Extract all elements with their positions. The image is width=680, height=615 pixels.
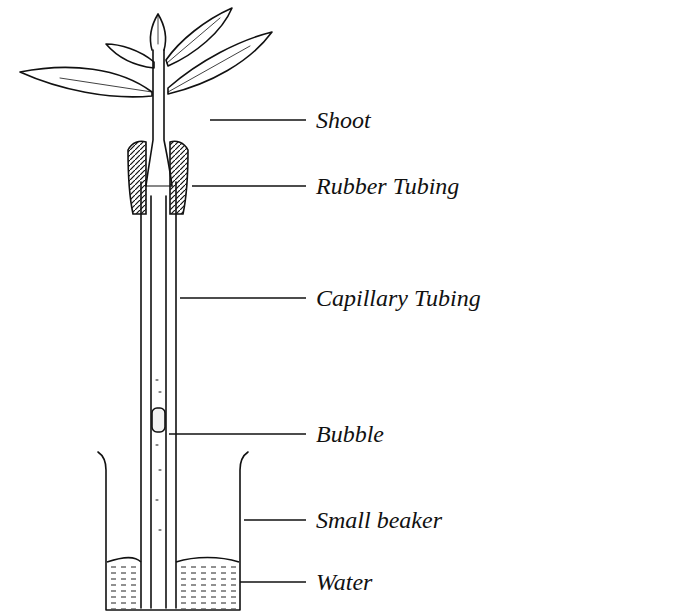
- capillary-bore: [165, 196, 167, 608]
- leaf: [168, 32, 272, 94]
- beaker: [98, 452, 248, 610]
- part-label: Capillary Tubing: [316, 286, 481, 310]
- leaf: [106, 44, 154, 68]
- water-column: [156, 380, 161, 530]
- leaf: [166, 8, 232, 66]
- capillary-wall: [175, 182, 177, 608]
- part-label: Shoot: [316, 108, 371, 132]
- capillary-bore: [150, 196, 152, 608]
- part-label: Water: [316, 570, 372, 594]
- air-bubble: [152, 408, 165, 432]
- part-label: Rubber Tubing: [316, 174, 459, 198]
- stem: [146, 50, 153, 186]
- capillary-wall: [140, 182, 142, 608]
- rubber-tubing: [128, 141, 146, 214]
- bud: [150, 14, 165, 50]
- water: [107, 565, 141, 609]
- part-label: Bubble: [316, 422, 384, 446]
- leaf: [20, 67, 152, 97]
- part-label: Small beaker: [316, 508, 442, 532]
- water: [177, 565, 239, 609]
- leader-lines: [169, 120, 306, 582]
- rubber-tubing: [170, 141, 188, 214]
